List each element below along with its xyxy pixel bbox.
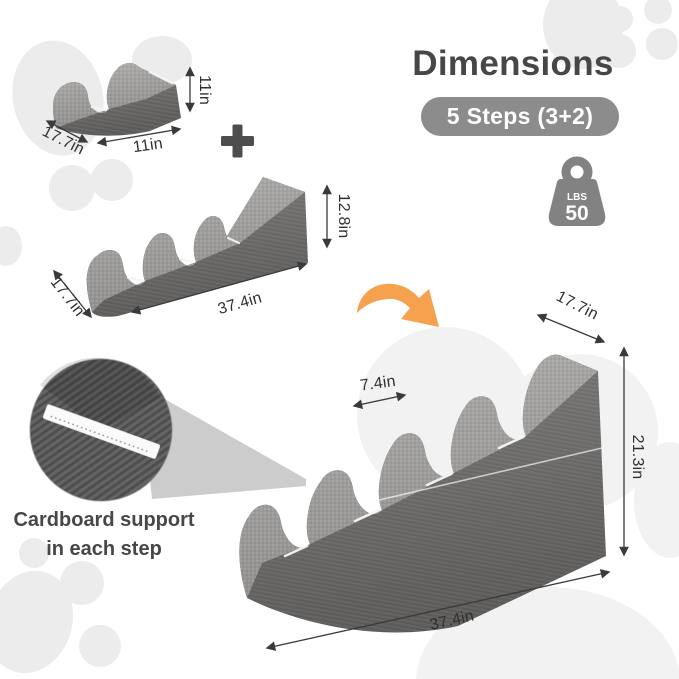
- cardboard-callout-line1: Cardboard support: [13, 509, 195, 531]
- dim-ramp-height: 12.8in: [335, 194, 352, 239]
- magnifier-beam: [140, 385, 306, 499]
- weight-value-label: 50: [565, 202, 588, 225]
- dim-arrow-assembled-top-depth: [536, 313, 606, 344]
- five-step-stair-illustration: [239, 354, 606, 633]
- dim-ramp-depth: 17.7in: [47, 274, 88, 320]
- steps-badge: 5 Steps (3+2): [421, 97, 619, 136]
- dim-assembled-top-depth: 17.7in: [553, 288, 601, 323]
- dim-arrow-ramp-length: [130, 261, 308, 315]
- dim-arrow-top-stair-width: [96, 125, 182, 147]
- two-step-stair-illustration: [52, 63, 181, 136]
- cardboard-callout: Cardboard support in each step: [6, 506, 202, 564]
- dim-arrow-top-stair-depth: [45, 120, 89, 143]
- magnifier-circle: [29, 357, 173, 502]
- plus-icon: [221, 124, 254, 158]
- dim-arrow-ramp-depth: [53, 269, 92, 319]
- joint-seam-line: [361, 447, 603, 505]
- dim-top-stair-height: 11in: [196, 75, 213, 105]
- dim-arrow-assembled-length: [265, 569, 611, 651]
- curved-arrow-icon: [357, 283, 439, 327]
- dim-top-stair-width: 11in: [132, 135, 164, 156]
- dimension-arrows: [45, 66, 629, 651]
- weight-unit-label: LBS: [567, 192, 587, 203]
- dim-arrow-assembled-step-depth: [352, 391, 407, 410]
- dim-assembled-step-depth: 7.4in: [359, 373, 397, 395]
- dim-assembled-height: 21.3in: [629, 435, 646, 480]
- cardboard-callout-line2: in each step: [46, 538, 162, 560]
- cardboard-strip: [42, 404, 161, 459]
- page-title: Dimensions: [412, 44, 614, 83]
- dim-ramp-length: 37.4in: [216, 289, 264, 318]
- weight-icon: LBS 50: [548, 156, 606, 226]
